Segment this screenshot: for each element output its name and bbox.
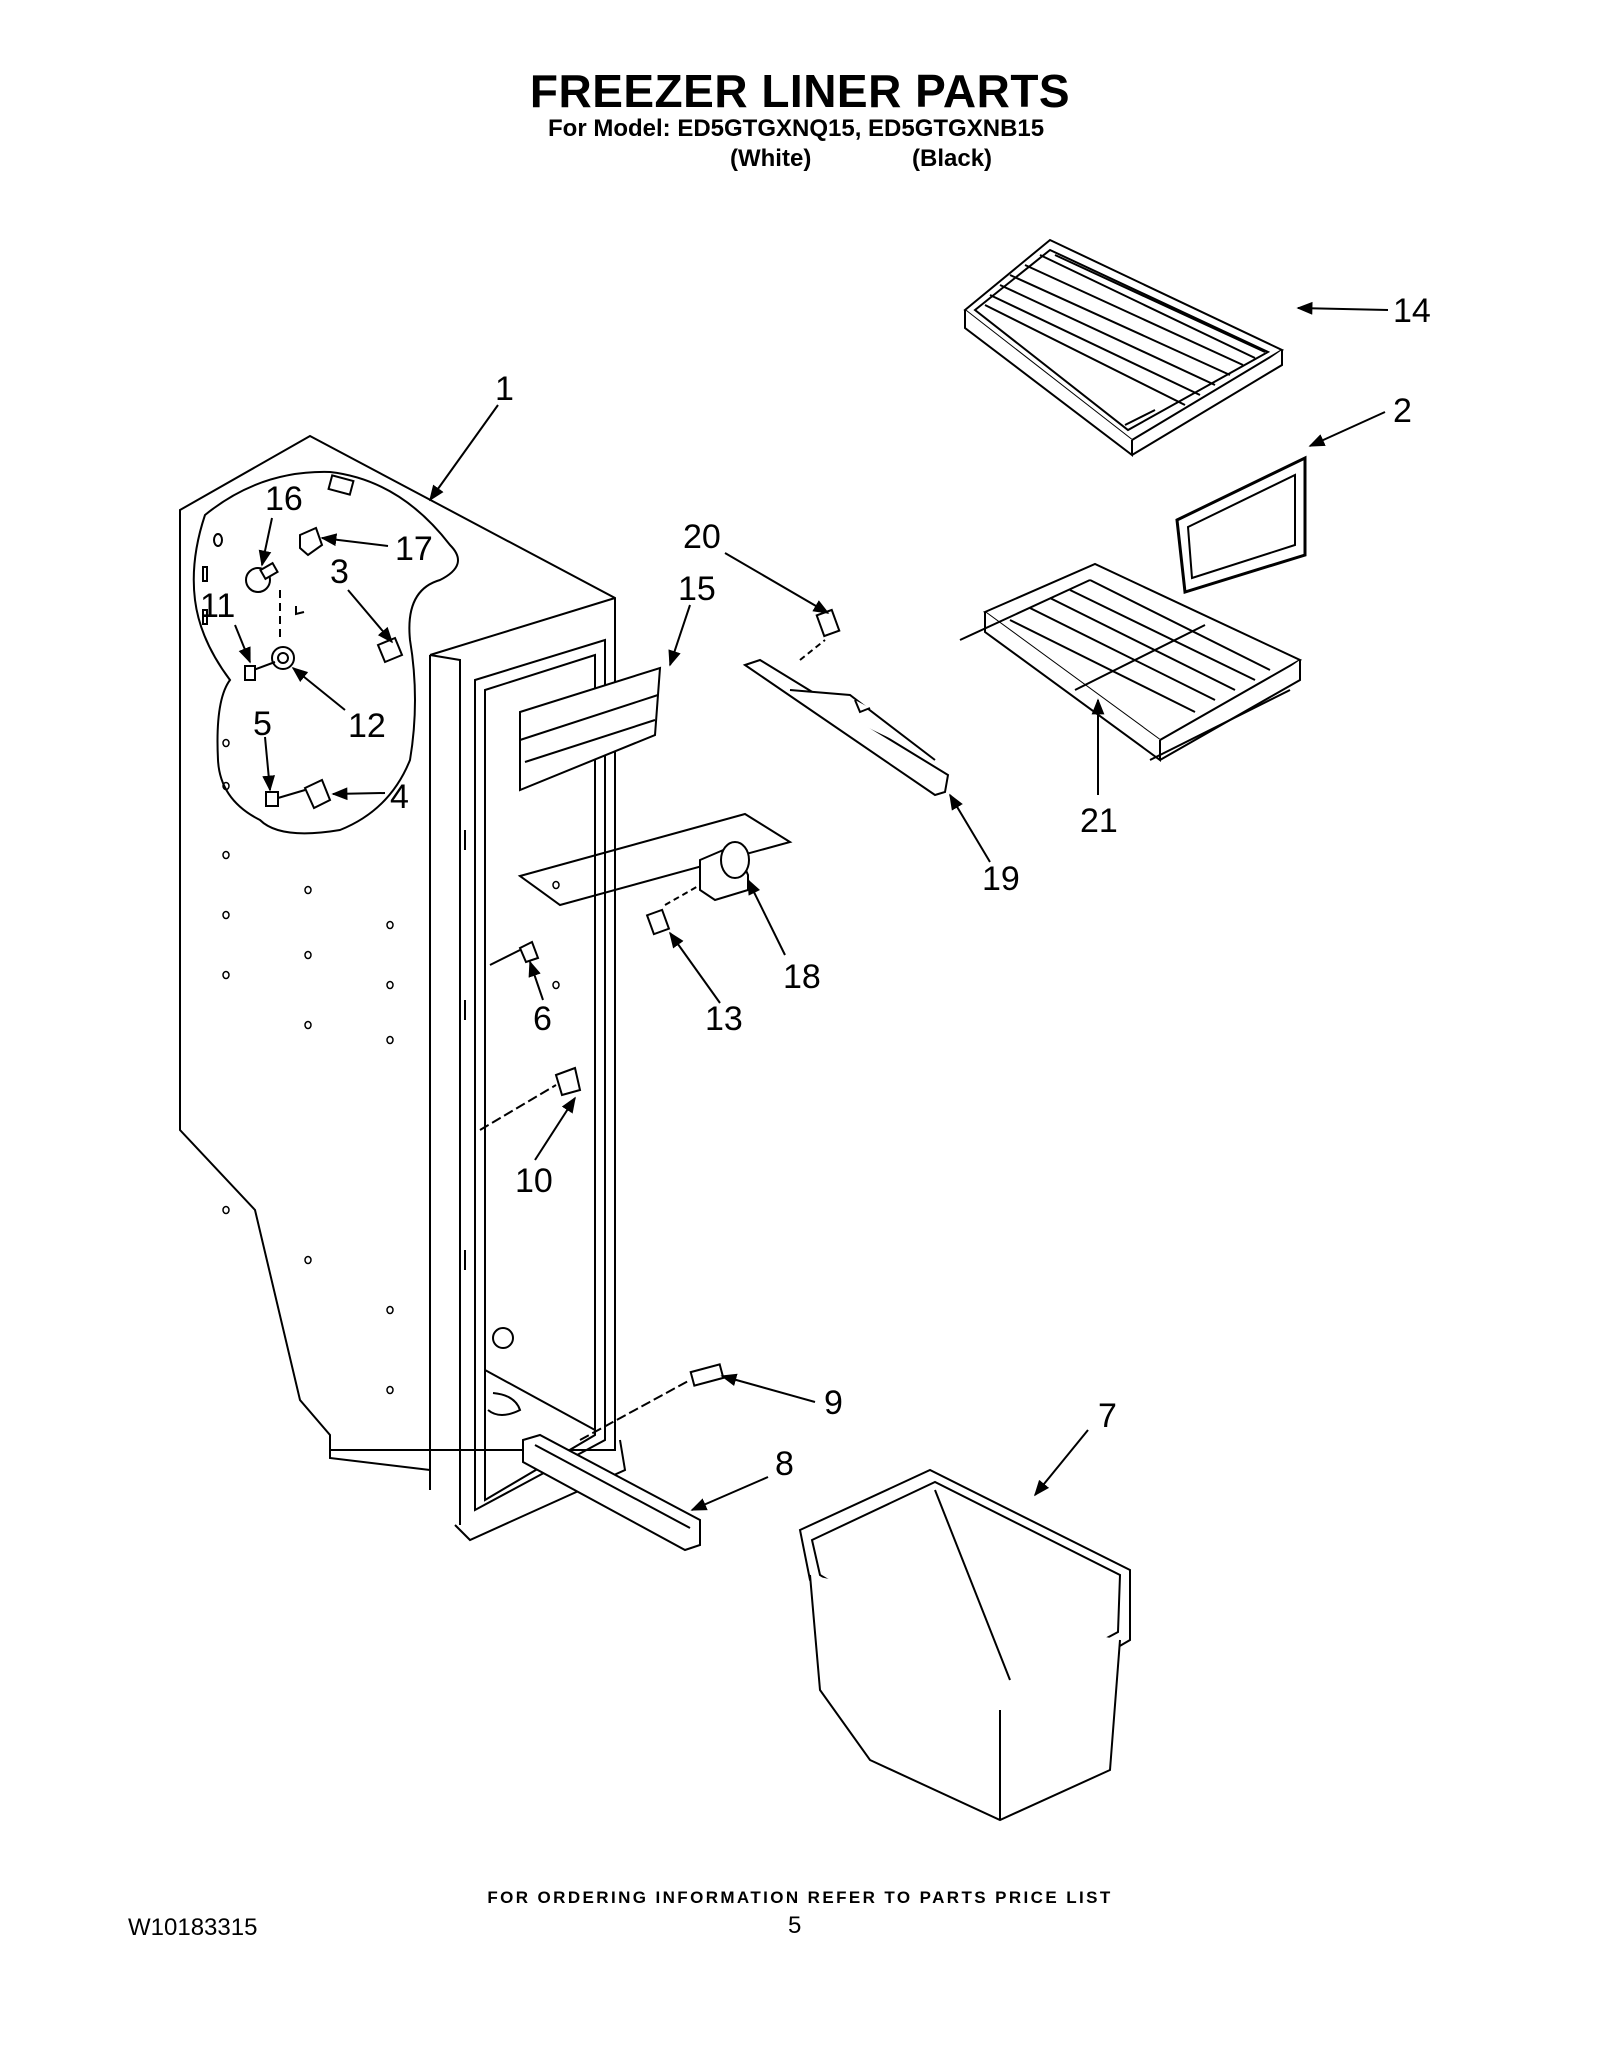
document-id: W10183315 [128,1914,258,1941]
wire-shelf-21 [959,562,1303,762]
callout-19: 19 [982,860,1020,898]
callout-5: 5 [253,705,272,743]
rail-19 [742,608,950,797]
variant-white: (White) [730,145,812,172]
callout-6: 6 [533,1000,552,1038]
liner-front-hardware [479,940,725,1552]
callout-17: 17 [395,530,433,568]
callout-12: 12 [348,707,386,745]
page-title: FREEZER LINER PARTS [529,65,1071,117]
air-diffuser-15 [519,666,662,792]
fixture-18 [517,812,793,936]
callout-labels: 1 2 3 4 5 6 7 8 9 10 11 12 13 14 15 16 1… [200,292,1431,1483]
switch-10 [554,1066,582,1097]
leader-lines [234,301,1389,1511]
page-number: 5 [788,1912,802,1939]
callout-13: 13 [705,1000,743,1038]
cabinet-mounting-holes [222,738,560,1395]
storage-bin-7 [798,1468,1131,1822]
socket-17 [299,526,324,557]
bracket-4 [303,778,332,810]
callout-16: 16 [265,480,303,518]
callout-21: 21 [1080,802,1118,840]
callout-11: 11 [200,587,235,625]
callout-14: 14 [1393,292,1431,330]
small-hardware [244,526,404,810]
callout-1: 1 [495,370,514,408]
callout-10: 10 [515,1162,553,1200]
callout-20: 20 [683,518,721,556]
callout-15: 15 [678,570,716,608]
screw-5 [265,791,279,807]
ordering-note: FOR ORDERING INFORMATION REFER TO PARTS … [487,1888,1113,1907]
callout-4: 4 [390,778,409,816]
callout-18: 18 [783,958,821,996]
clip-6 [518,940,540,964]
bolt-11 [244,665,256,681]
callout-7: 7 [1098,1397,1117,1435]
trim-8 [522,1433,701,1552]
model-line: For Model: ED5GTGXNQ15, ED5GTGXNB15 [548,115,1045,142]
callout-2: 2 [1393,392,1412,430]
frame-2 [1175,455,1307,594]
screw-9 [689,1363,725,1387]
callout-8: 8 [775,1445,794,1483]
callout-9: 9 [824,1384,843,1422]
wire-shelf-14 [963,238,1285,458]
callout-3: 3 [330,553,349,591]
variant-black: (Black) [912,145,993,172]
screw-13 [645,908,671,936]
screw-20 [815,608,841,638]
